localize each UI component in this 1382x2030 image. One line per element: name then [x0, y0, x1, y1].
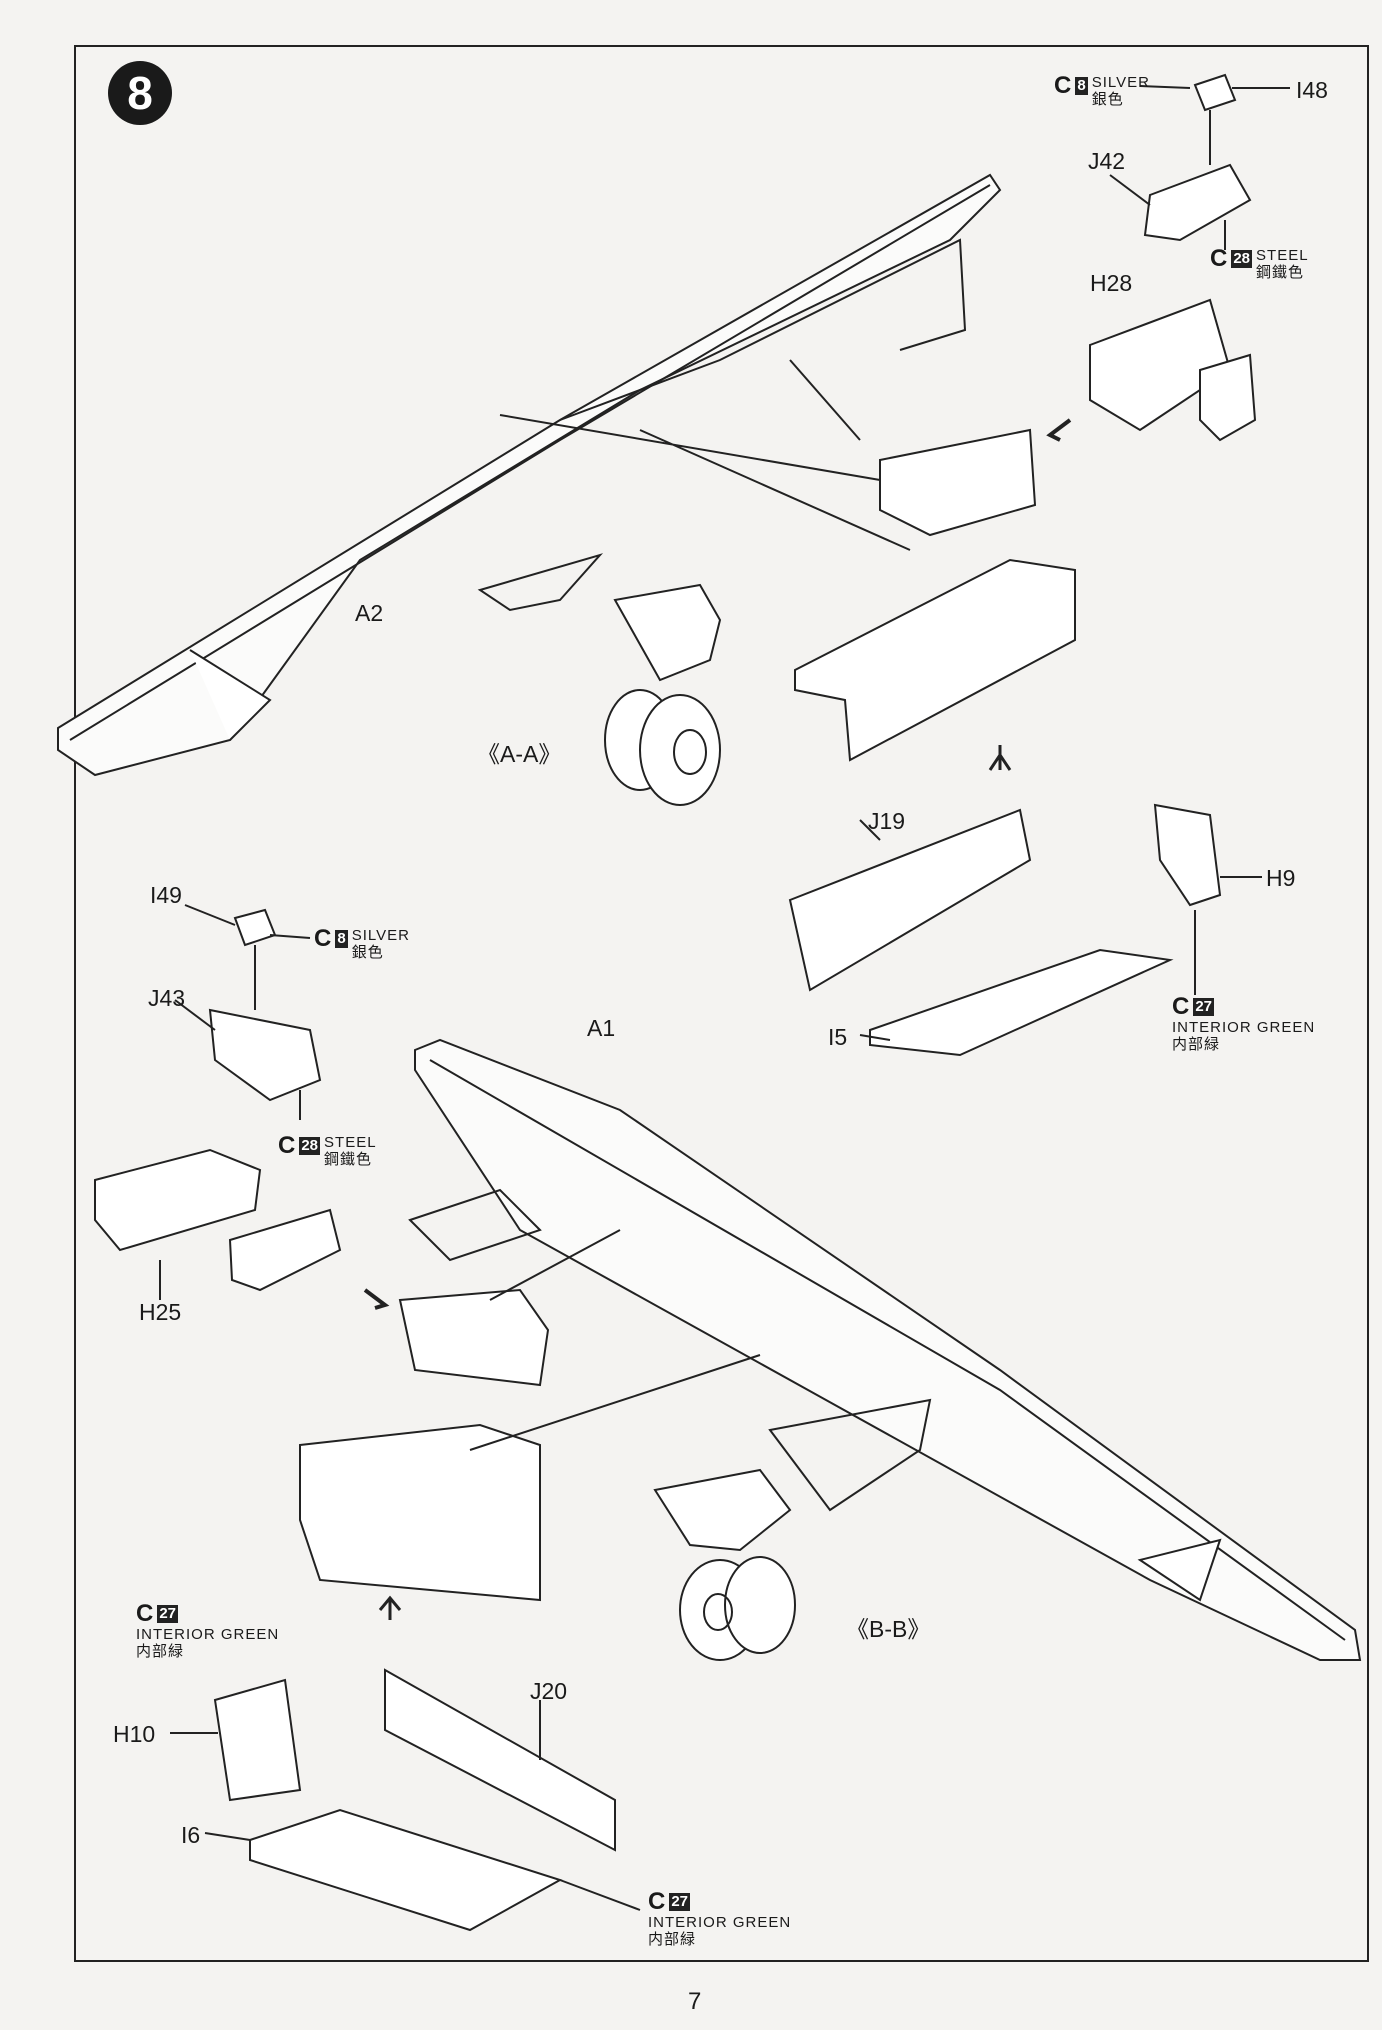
part-label-j42: J42 — [1088, 148, 1126, 174]
part-label-j20: J20 — [530, 1678, 568, 1704]
part-label-i5: I5 — [828, 1024, 848, 1050]
paint-name-cn: 銀色 — [351, 944, 384, 961]
paint-number: 27 — [669, 1893, 691, 1911]
part-label-h28: H28 — [1090, 270, 1133, 296]
part-label-a1: A1 — [587, 1015, 616, 1041]
gun-bay-bottom — [94, 904, 390, 1310]
gun-bay-top — [1046, 73, 1290, 442]
paint-name-cn: 内部緑 — [1172, 1036, 1221, 1053]
paint-number: 28 — [1231, 250, 1253, 268]
paint-name-cn: 鋼鐵色 — [324, 1151, 373, 1168]
paint-code: C — [1172, 993, 1190, 1020]
section-label-b-b: 《B-B》 — [846, 1616, 931, 1642]
paint-name-cn: 内部緑 — [648, 1931, 697, 1948]
part-label-i6: I6 — [181, 1822, 201, 1848]
paint-code: C — [278, 1132, 296, 1159]
part-label-h25: H25 — [139, 1299, 182, 1325]
bay-box-bottom — [299, 1229, 761, 1602]
paint-code: C — [314, 925, 332, 952]
paint-name-en: INTERIOR GREEN — [1172, 1019, 1316, 1036]
paint-name-cn: 銀色 — [1091, 91, 1124, 108]
paint-name-cn: 内部緑 — [136, 1643, 185, 1660]
paint-name-en: STEEL — [324, 1134, 377, 1151]
part-label-i48: I48 — [1296, 77, 1328, 103]
bay-box-top — [499, 359, 1076, 762]
paint-number: 8 — [1075, 77, 1088, 95]
paint-name-en: SILVER — [1091, 74, 1150, 91]
paint-number: 8 — [335, 930, 348, 948]
part-label-h9: H9 — [1266, 865, 1296, 891]
step-number-badge: 8 — [108, 61, 172, 125]
wing-part-a1 — [408, 1038, 1362, 1661]
subassembly-h10-j20-i6 — [170, 1595, 641, 1932]
paint-code: C — [1210, 245, 1228, 272]
wing-part-a2 — [57, 173, 1002, 777]
paint-name-cn: 鋼鐵色 — [1256, 264, 1305, 281]
page-number: 7 — [688, 1988, 702, 2015]
paint-number: 27 — [157, 1605, 179, 1623]
part-label-j43: J43 — [148, 985, 186, 1011]
paint-name-en: SILVER — [351, 927, 410, 944]
section-label-a-a: 《A-A》 — [477, 741, 562, 767]
step-frame — [74, 45, 1369, 1962]
paint-name-en: INTERIOR GREEN — [136, 1626, 280, 1643]
part-label-i49: I49 — [150, 882, 182, 908]
landing-gear-a-a — [604, 583, 722, 806]
subassembly-j19-h9-i5 — [788, 745, 1262, 1057]
part-label-j19: J19 — [868, 808, 906, 834]
paint-code: C — [648, 1888, 666, 1915]
paint-number: 28 — [299, 1137, 321, 1155]
paint-name-en: STEEL — [1256, 247, 1309, 264]
landing-gear-b-b — [653, 1468, 796, 1661]
paint-code: C — [1054, 72, 1072, 99]
part-label-h10: H10 — [113, 1721, 156, 1747]
paint-code: C — [136, 1600, 154, 1627]
paint-name-en: INTERIOR GREEN — [648, 1914, 792, 1931]
paint-number: 27 — [1193, 998, 1215, 1016]
part-label-a2: A2 — [355, 600, 384, 626]
